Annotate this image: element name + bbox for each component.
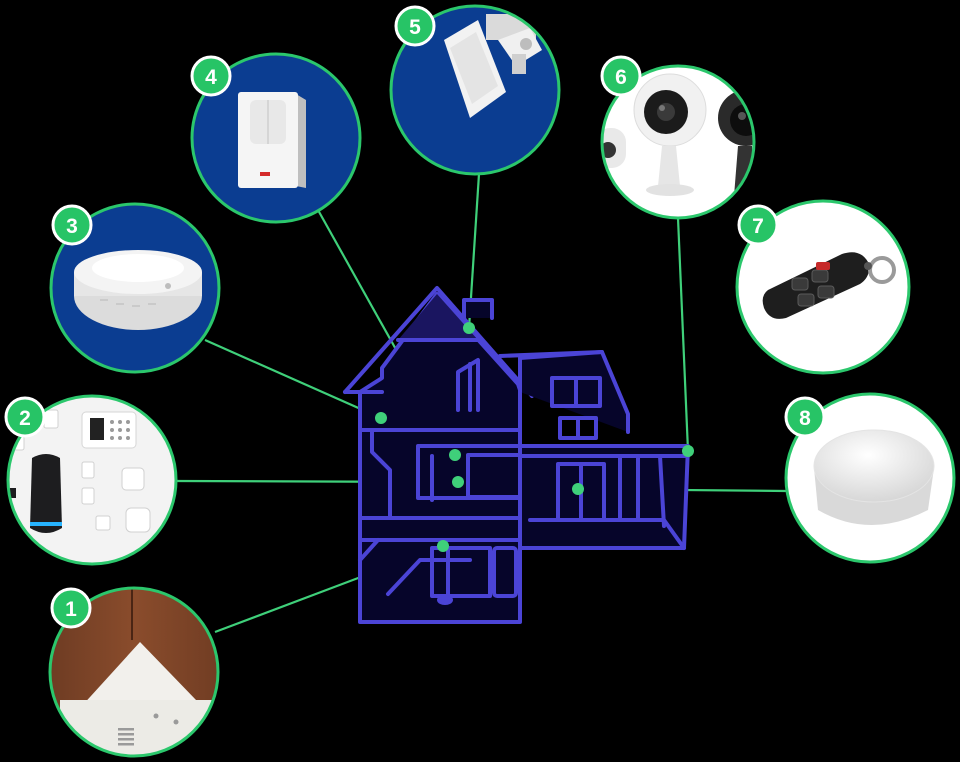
device-1[interactable]	[40, 580, 230, 762]
camera-mount-sensor-icon	[391, 6, 559, 174]
badge-4-label: 4	[205, 66, 217, 89]
badge-2-label: 2	[19, 407, 31, 430]
smoke-detector-icon	[51, 204, 219, 372]
house-outline	[343, 286, 690, 624]
device-8[interactable]	[780, 390, 960, 570]
device-7[interactable]	[730, 199, 920, 380]
badge-2: 2	[4, 396, 46, 438]
badge-4: 4	[190, 55, 232, 97]
dot-8	[572, 483, 584, 495]
badge-7-label: 7	[752, 215, 764, 238]
dot-5	[463, 322, 475, 334]
badge-8-label: 8	[799, 407, 811, 430]
badge-6-label: 6	[615, 66, 627, 89]
badge-8: 8	[784, 396, 826, 438]
device-3[interactable]	[40, 200, 230, 380]
badge-5-label: 5	[409, 16, 421, 39]
badge-7: 7	[737, 204, 779, 246]
house-connection-dots	[375, 322, 694, 552]
badge-3: 3	[51, 204, 93, 246]
device-5[interactable]	[380, 0, 580, 180]
badge-1: 1	[50, 587, 92, 629]
badge-5: 5	[394, 5, 436, 47]
water-leak-sensor-icon	[786, 394, 954, 562]
dot-4	[449, 449, 461, 461]
wall-sensor-on-wood-icon	[50, 588, 218, 756]
connector-3	[204, 338, 382, 420]
connector-6	[676, 217, 690, 452]
dot-2	[452, 476, 464, 488]
dot-3	[375, 412, 387, 424]
badge-3-label: 3	[66, 215, 78, 238]
badge-6: 6	[600, 55, 642, 97]
badge-1-label: 1	[65, 598, 77, 621]
key-fob-remote-icon	[737, 201, 909, 373]
dot-1	[437, 540, 449, 552]
dot-6	[682, 445, 694, 457]
